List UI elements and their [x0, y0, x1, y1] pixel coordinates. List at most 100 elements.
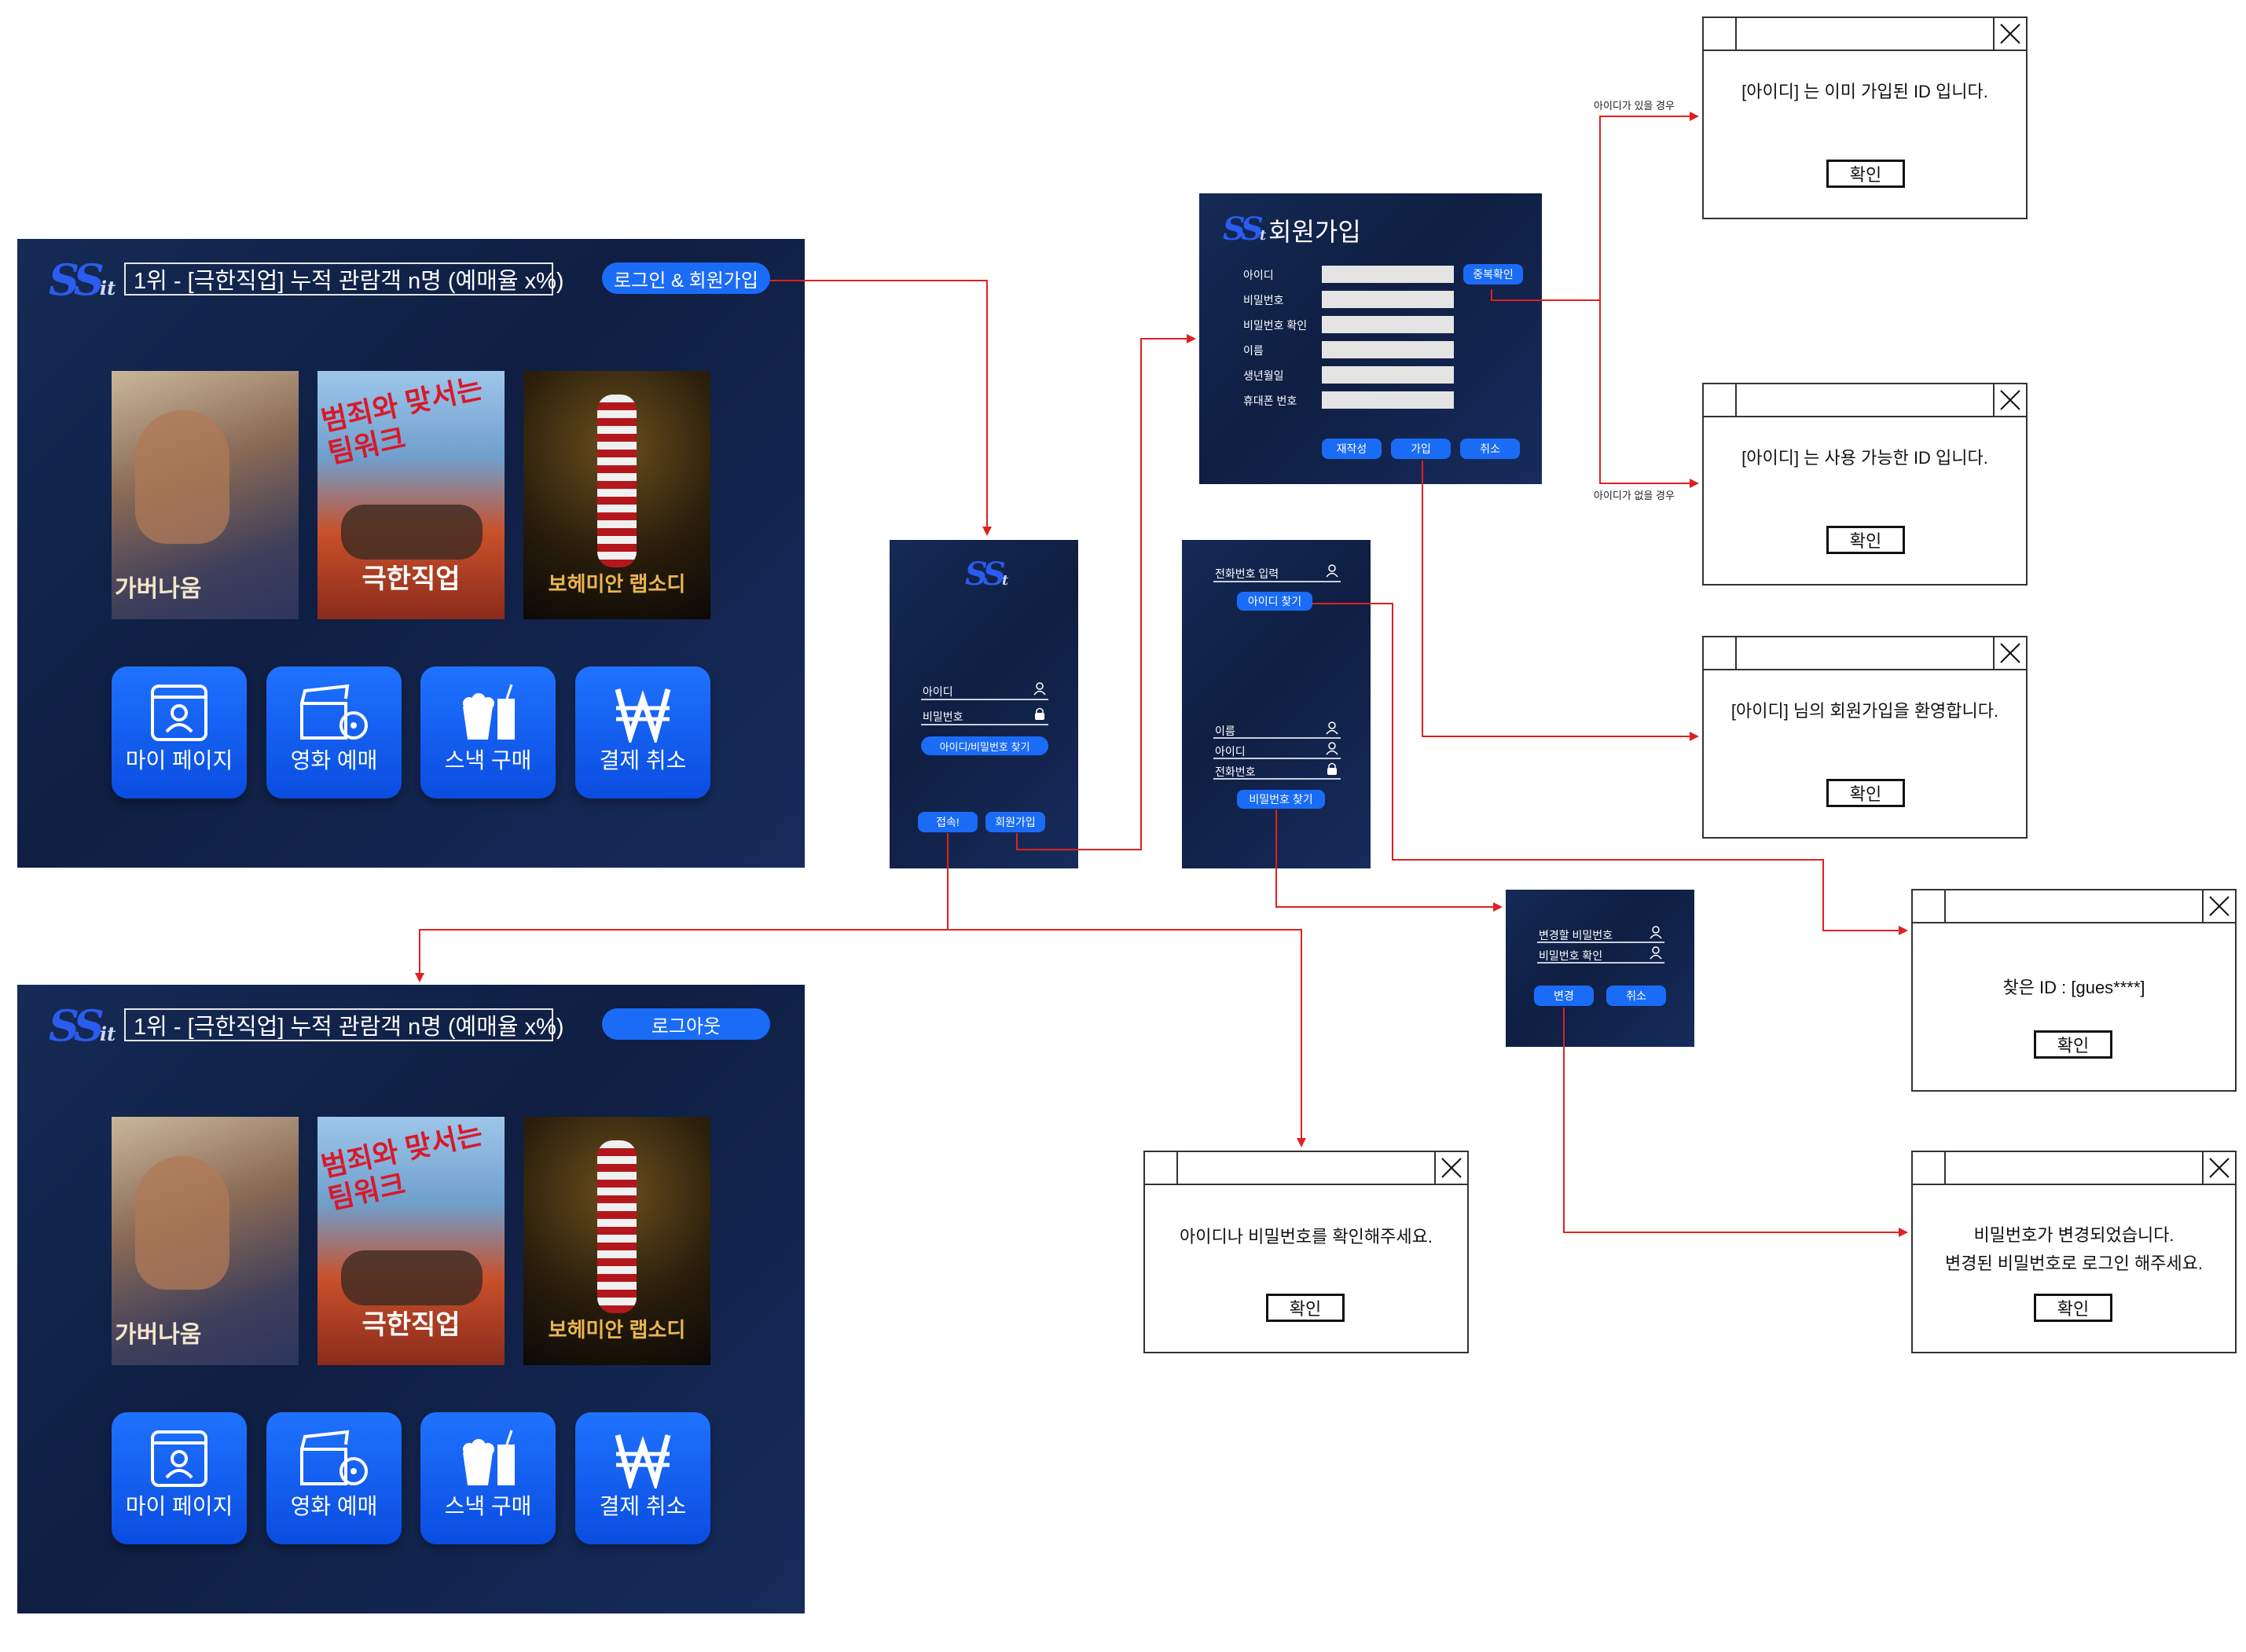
id-input[interactable]	[1213, 758, 1341, 759]
ok-button[interactable]: 확인	[1826, 160, 1905, 188]
birthdate-field[interactable]	[1322, 366, 1454, 384]
find-id-button[interactable]: 아이디 찾기	[1237, 592, 1312, 611]
phone-field[interactable]	[1322, 391, 1454, 409]
find-id-pw-button[interactable]: 아이디/비밀번호 찾기	[921, 736, 1048, 755]
poster-capernaum[interactable]: 가버나움	[112, 1117, 299, 1365]
name-input[interactable]	[1213, 737, 1341, 739]
close-icon[interactable]	[2202, 890, 2235, 922]
person-icon	[1650, 946, 1662, 960]
payment-cancel-tile[interactable]: 결제 취소	[575, 1412, 710, 1544]
phone2-input[interactable]	[1213, 778, 1341, 780]
ok-button[interactable]: 확인	[1826, 779, 1905, 807]
login-signup-button[interactable]: 로그인 & 회원가입	[602, 262, 770, 294]
confirm-pw-input[interactable]	[1537, 962, 1664, 964]
poster-title: 극한직업	[361, 564, 461, 594]
duplicate-check-button[interactable]: 중복확인	[1463, 264, 1523, 285]
lock-icon	[1035, 707, 1044, 720]
field-label: 비밀번호 확인	[1243, 319, 1308, 332]
field-label: 휴대폰 번호	[1243, 395, 1297, 407]
password-confirm-field[interactable]	[1322, 316, 1454, 333]
connect-button[interactable]: 접속!	[918, 812, 978, 832]
cancel-button[interactable]: 취소	[1606, 986, 1666, 1006]
id-field[interactable]	[1322, 266, 1454, 283]
close-icon[interactable]	[1993, 18, 2026, 50]
arrow-connect-to-login-fail	[948, 929, 1306, 1147]
arrow-findpw-to-change	[1275, 809, 1503, 912]
signup-button[interactable]: 회원가입	[985, 812, 1045, 832]
id-label: 아이디	[923, 685, 953, 698]
person-icon	[1326, 564, 1338, 578]
find-pw-button[interactable]: 비밀번호 찾기	[1237, 790, 1325, 809]
id-input[interactable]	[921, 699, 1048, 700]
pw-label: 비밀번호	[923, 710, 963, 723]
join-button[interactable]: 가입	[1391, 439, 1451, 459]
movie-booking-tile[interactable]: 영화 예매	[266, 666, 402, 798]
new-pw-input[interactable]	[1537, 942, 1664, 943]
close-icon[interactable]	[2202, 1152, 2235, 1184]
close-icon[interactable]	[1434, 1152, 1467, 1184]
dialog-found-id: 찾은 ID : [gues****] 확인	[1911, 889, 2237, 1092]
cancel-button[interactable]: 취소	[1460, 439, 1520, 459]
movie-booking-tile[interactable]: 영화 예매	[266, 1412, 402, 1544]
person-icon	[1650, 926, 1662, 939]
dialog-message: [아이디] 는 사용 가능한 ID 입니다.	[1741, 448, 1988, 468]
dialog-message-line1: 비밀번호가 변경되었습니다.	[1973, 1225, 2174, 1245]
popcorn-drink-icon	[463, 1430, 515, 1485]
logo[interactable]: SSit	[49, 255, 116, 305]
arrow-join-to-welcome	[1422, 461, 1699, 741]
dialog-message: [아이디] 님의 회원가입을 환영합니다.	[1730, 701, 1999, 721]
field-label: 비밀번호	[1243, 294, 1284, 307]
poster-bohemian[interactable]: 보헤미안 랩소디	[523, 371, 710, 619]
phone-input[interactable]	[1213, 581, 1341, 582]
logo[interactable]: SSit	[49, 1000, 116, 1051]
poster-capernaum[interactable]: 가버나움	[112, 371, 299, 619]
clapperboard-icon	[300, 684, 368, 740]
mypage-tile[interactable]: 마이 페이지	[112, 666, 247, 798]
arrow-home-to-login	[770, 280, 992, 536]
tile-label: 영화 예매	[290, 748, 378, 773]
won-icon	[615, 1434, 671, 1489]
rewrite-button[interactable]: 재작성	[1322, 439, 1382, 459]
dialog-message: 찾은 ID : [gues****]	[2002, 978, 2145, 997]
person-icon	[1033, 682, 1046, 696]
snack-purchase-tile[interactable]: 스낵 구매	[420, 1412, 556, 1544]
dialog-message: [아이디] 는 이미 가입된 ID 입니다.	[1741, 82, 1988, 101]
name-field[interactable]	[1322, 341, 1454, 358]
profile-window-icon	[151, 1430, 207, 1487]
poster-title: 극한직업	[361, 1310, 461, 1340]
name-label: 이름	[1215, 725, 1235, 737]
ok-button[interactable]: 확인	[1826, 526, 1905, 554]
home-screen-before: SSit 1위 - [극한직업] 누적 관람객 n명 (예매율 x%) 로그인 …	[17, 239, 805, 868]
tile-label: 스낵 구매	[444, 748, 532, 773]
logout-button[interactable]: 로그아웃	[602, 1008, 770, 1040]
logo: SSt	[965, 556, 1009, 593]
arrow-id-exists	[1599, 112, 1699, 300]
id-label: 아이디	[1215, 745, 1246, 758]
ranking-banner: 1위 - [극한직업] 누적 관람객 n명 (예매율 x%)	[124, 262, 564, 296]
poster-title: 가버나움	[115, 1322, 202, 1348]
note-id-absent: 아이디가 없을 경우	[1594, 490, 1675, 501]
ok-button[interactable]: 확인	[2034, 1030, 2112, 1059]
ok-button[interactable]: 확인	[2034, 1294, 2112, 1322]
signup-panel: SSt 회원가입 아이디 비밀번호 비밀번호 확인 이름 생년월일 휴대폰 번호…	[1199, 193, 1542, 484]
change-password-panel: 변경할 비밀번호 비밀번호 확인 변경 취소	[1506, 890, 1694, 1047]
mypage-tile[interactable]: 마이 페이지	[112, 1412, 247, 1544]
password-field[interactable]	[1322, 291, 1454, 308]
phone2-label: 전화번호	[1215, 765, 1256, 778]
arrow-login-to-signup	[1016, 334, 1196, 850]
change-button[interactable]: 변경	[1534, 986, 1594, 1006]
snack-purchase-tile[interactable]: 스낵 구매	[420, 666, 556, 798]
confirm-pw-label: 비밀번호 확인	[1539, 949, 1603, 962]
find-panel: 전화번호 입력 아이디 찾기 이름 아이디 전화번호 비밀번호 찾기	[1182, 540, 1371, 868]
close-icon[interactable]	[1993, 384, 2026, 416]
close-icon[interactable]	[1993, 637, 2026, 669]
home-screen-after: SSit 1위 - [극한직업] 누적 관람객 n명 (예매율 x%) 로그아웃…	[17, 985, 805, 1613]
ok-button[interactable]: 확인	[1266, 1294, 1345, 1322]
dialog-message: 아이디나 비밀번호를 확인해주세요.	[1180, 1227, 1433, 1246]
poster-bohemian[interactable]: 보헤미안 랩소디	[523, 1117, 710, 1365]
pw-input[interactable]	[921, 724, 1048, 725]
payment-cancel-tile[interactable]: 결제 취소	[575, 666, 710, 798]
